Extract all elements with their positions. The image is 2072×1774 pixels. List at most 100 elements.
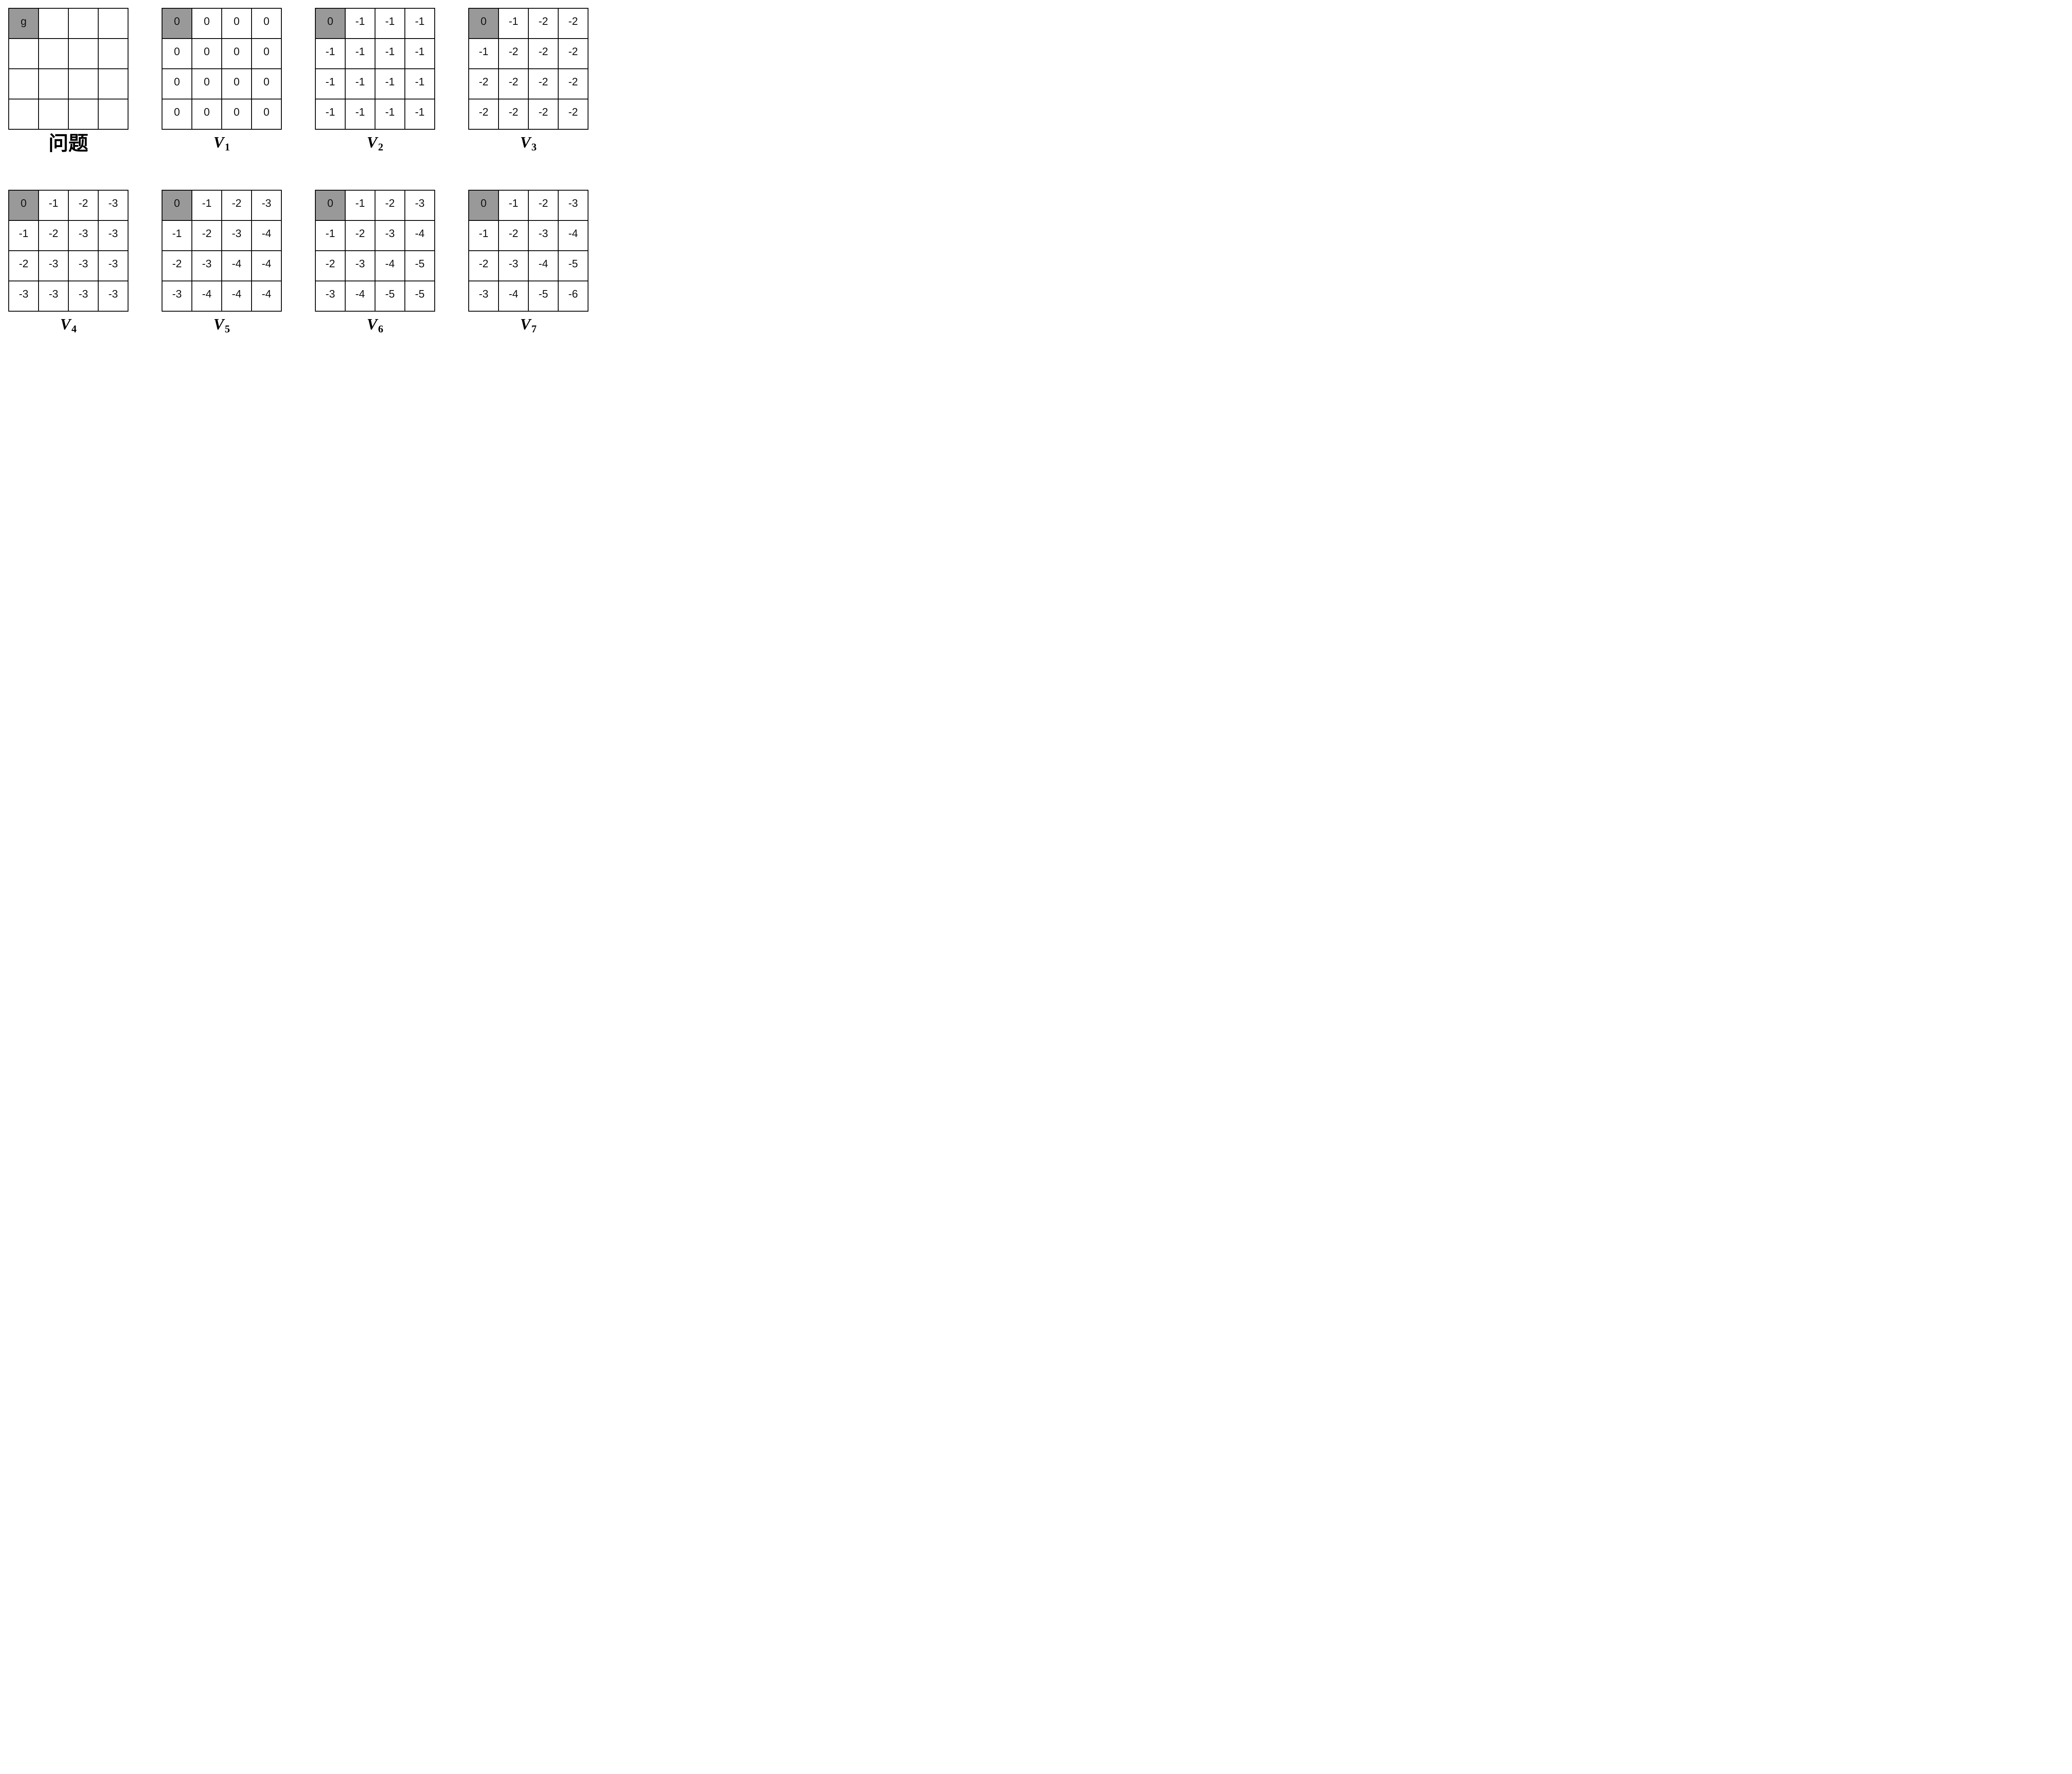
value-cell-v5-r2c3: -4 — [251, 250, 282, 281]
value-cell-v1-r3c0: 0 — [162, 99, 192, 130]
value-cell-v2-r2c3: -1 — [404, 68, 435, 99]
caption-text: V — [520, 134, 531, 151]
panel-caption: V7 — [520, 317, 537, 334]
value-cell-v1-r1c0: 0 — [162, 38, 192, 69]
grid-panel-v7: 0-1-2-3-1-2-3-4-2-3-4-5-3-4-5-6 V7 — [468, 189, 588, 334]
value-cell-v6-r2c1: -3 — [345, 250, 375, 281]
value-cell-v5-r2c2: -4 — [221, 250, 252, 281]
panel-caption: V5 — [213, 317, 230, 334]
goal-cell-v7-r0c0: 0 — [468, 189, 499, 221]
board-row — [8, 68, 128, 99]
panel-caption: V1 — [213, 135, 230, 152]
value-cell-v1-r2c2: 0 — [221, 68, 252, 99]
caption-subscript: 7 — [531, 323, 537, 335]
value-cell-v5-r0c3: -3 — [251, 189, 282, 221]
value-cell-v2-r2c0: -1 — [315, 68, 346, 99]
value-cell-v3-r1c2: -2 — [528, 38, 559, 69]
value-cell-v7-r3c1: -4 — [498, 280, 529, 312]
value-cell-problem-r3c0 — [8, 99, 39, 130]
value-cell-v1-r0c2: 0 — [221, 8, 252, 39]
value-cell-v4-r1c2: -3 — [68, 220, 99, 251]
value-cell-v1-r1c3: 0 — [251, 38, 282, 69]
goal-cell-v5-r0c0: 0 — [162, 189, 192, 221]
value-cell-v7-r2c3: -5 — [558, 250, 588, 281]
value-cell-v2-r3c0: -1 — [315, 99, 346, 130]
caption-text: V — [367, 134, 378, 151]
value-cell-problem-r3c1 — [38, 99, 69, 130]
board-row: 0-1-2-3 — [8, 189, 128, 221]
value-cell-v2-r0c2: -1 — [375, 8, 405, 39]
board-row: -3-4-5-6 — [468, 280, 588, 312]
value-cell-v3-r2c1: -2 — [498, 68, 529, 99]
board-row: -2-3-4-5 — [315, 250, 435, 281]
value-cell-v4-r2c2: -3 — [68, 250, 99, 281]
value-cell-problem-r2c2 — [68, 68, 99, 99]
value-cell-v7-r0c3: -3 — [558, 189, 588, 221]
goal-cell-v2-r0c0: 0 — [315, 8, 346, 39]
value-cell-v6-r0c3: -3 — [404, 189, 435, 221]
grid-board: 0-1-1-1-1-1-1-1-1-1-1-1-1-1-1-1 — [315, 8, 435, 130]
value-cell-v3-r3c1: -2 — [498, 99, 529, 130]
value-cell-v2-r0c3: -1 — [404, 8, 435, 39]
value-cell-v4-r2c3: -3 — [98, 250, 128, 281]
board-row: 0-1-2-2 — [468, 8, 588, 39]
board-row — [8, 38, 128, 69]
value-cell-v1-r2c3: 0 — [251, 68, 282, 99]
value-cell-v3-r2c2: -2 — [528, 68, 559, 99]
grid-panel-problem: g 问题 — [8, 8, 128, 155]
value-cell-v1-r2c1: 0 — [191, 68, 222, 99]
value-cell-v6-r1c3: -4 — [404, 220, 435, 251]
grid-board: 0-1-2-3-1-2-3-4-2-3-4-5-3-4-5-6 — [468, 189, 588, 312]
value-cell-problem-r2c0 — [8, 68, 39, 99]
grid-board: 0-1-2-3-1-2-3-4-2-3-4-4-3-4-4-4 — [162, 189, 282, 312]
value-cell-v5-r3c2: -4 — [221, 280, 252, 312]
value-cell-v7-r2c2: -4 — [528, 250, 559, 281]
value-cell-v2-r1c2: -1 — [375, 38, 405, 69]
value-cell-v2-r1c1: -1 — [345, 38, 375, 69]
value-cell-v2-r1c0: -1 — [315, 38, 346, 69]
value-cell-v6-r1c2: -3 — [375, 220, 405, 251]
value-cell-v2-r3c1: -1 — [345, 99, 375, 130]
value-cell-v3-r2c0: -2 — [468, 68, 499, 99]
caption-subscript: 2 — [378, 142, 383, 153]
grid-panel-v3: 0-1-2-2-1-2-2-2-2-2-2-2-2-2-2-2 V3 — [468, 8, 588, 155]
board-row: -1-1-1-1 — [315, 38, 435, 69]
caption-subscript: 6 — [378, 323, 383, 335]
caption-text: V — [520, 315, 531, 333]
value-cell-v6-r3c1: -4 — [345, 280, 375, 312]
value-cell-v2-r0c1: -1 — [345, 8, 375, 39]
caption-subscript: 4 — [71, 323, 77, 335]
value-cell-v4-r3c1: -3 — [38, 280, 69, 312]
value-cell-v2-r2c1: -1 — [345, 68, 375, 99]
board-row: -1-1-1-1 — [315, 99, 435, 130]
value-cell-v7-r1c3: -4 — [558, 220, 588, 251]
value-cell-v6-r1c0: -1 — [315, 220, 346, 251]
grid-board: 0-1-2-3-1-2-3-3-2-3-3-3-3-3-3-3 — [8, 189, 128, 312]
goal-cell-v3-r0c0: 0 — [468, 8, 499, 39]
caption-text: V — [213, 134, 224, 151]
grid-board: g — [8, 8, 128, 130]
value-cell-v3-r0c3: -2 — [558, 8, 588, 39]
value-cell-v1-r0c1: 0 — [191, 8, 222, 39]
board-row: -1-2-3-4 — [315, 220, 435, 251]
panel-caption: V3 — [520, 135, 537, 152]
board-row: 0-1-2-3 — [315, 189, 435, 221]
caption-text: V — [367, 315, 378, 333]
panel-caption: V2 — [367, 135, 383, 152]
panel-caption: V6 — [367, 317, 383, 334]
value-cell-v3-r0c1: -1 — [498, 8, 529, 39]
value-cell-v7-r2c1: -3 — [498, 250, 529, 281]
value-cell-v1-r3c1: 0 — [191, 99, 222, 130]
value-cell-v5-r1c2: -3 — [221, 220, 252, 251]
value-cell-v1-r1c1: 0 — [191, 38, 222, 69]
board-row: -3-3-3-3 — [8, 280, 128, 312]
value-cell-v5-r0c2: -2 — [221, 189, 252, 221]
panel-caption: V4 — [60, 317, 77, 334]
board-row: -1-2-2-2 — [468, 38, 588, 69]
value-cell-v3-r1c1: -2 — [498, 38, 529, 69]
